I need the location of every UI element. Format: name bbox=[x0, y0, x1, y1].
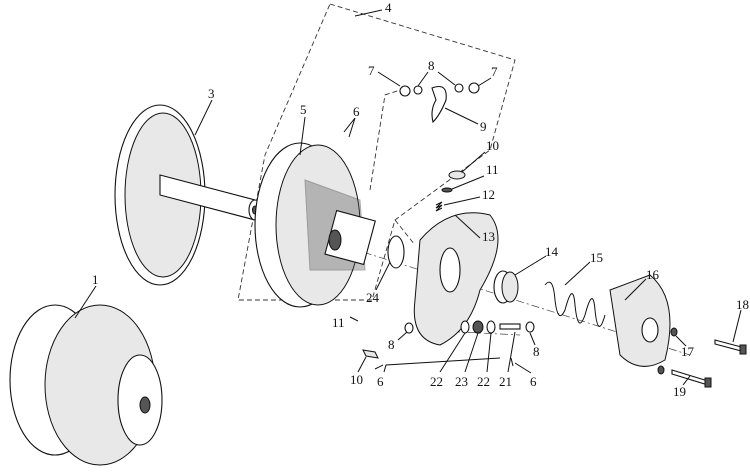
callout-10-bottom: 10 bbox=[350, 372, 363, 387]
part-11-shim bbox=[441, 187, 453, 193]
part-16-cover bbox=[609, 274, 671, 367]
part-18-bolt bbox=[714, 339, 747, 355]
callout-16: 16 bbox=[646, 267, 660, 282]
callout-23: 23 bbox=[455, 374, 468, 389]
callout-13: 13 bbox=[482, 229, 495, 244]
callout-14: 14 bbox=[545, 244, 559, 259]
parts-rollers-weights bbox=[399, 82, 480, 124]
callout-11-bottom: 11 bbox=[332, 315, 345, 330]
part-15-spring bbox=[544, 281, 606, 327]
part-3-fixed-sheave bbox=[114, 104, 262, 286]
group-4-boundary bbox=[237, 3, 516, 301]
part-5-movable-sheave bbox=[254, 142, 376, 308]
leader-lines bbox=[74, 9, 742, 386]
part-17-washer bbox=[657, 365, 665, 375]
callout-10-top: 10 bbox=[486, 138, 499, 153]
callout-3: 3 bbox=[208, 86, 215, 101]
callout-7-left: 7 bbox=[368, 63, 375, 78]
part-1-clutch-assembly bbox=[9, 304, 163, 466]
part-13-spider bbox=[413, 212, 499, 346]
part-12-spring bbox=[435, 201, 443, 212]
callout-21: 21 bbox=[499, 374, 512, 389]
callout-7-right: 7 bbox=[491, 64, 498, 79]
callout-labels: 4 7 8 7 3 6 5 9 10 11 12 13 14 15 16 1 2… bbox=[92, 0, 749, 399]
callout-9: 9 bbox=[480, 119, 487, 134]
callout-6-right: 6 bbox=[530, 374, 537, 389]
callout-6-top: 6 bbox=[353, 104, 360, 119]
callout-8-left: 8 bbox=[388, 337, 395, 352]
callout-22-left: 22 bbox=[430, 374, 443, 389]
part-10-slider bbox=[448, 170, 466, 180]
callout-1: 1 bbox=[92, 272, 99, 287]
part-14-bushing bbox=[493, 270, 519, 304]
callout-19: 19 bbox=[673, 384, 686, 399]
callout-8-right: 8 bbox=[533, 344, 540, 359]
callout-8-top: 8 bbox=[428, 58, 435, 73]
callout-11-top: 11 bbox=[486, 162, 499, 177]
callout-24: 24 bbox=[366, 290, 380, 305]
callout-22-right: 22 bbox=[477, 374, 490, 389]
callout-6-left: 6 bbox=[377, 374, 384, 389]
callout-15: 15 bbox=[590, 250, 603, 265]
part-19-bolt bbox=[671, 369, 712, 388]
callout-12: 12 bbox=[482, 187, 495, 202]
callout-4: 4 bbox=[385, 0, 392, 15]
callout-18: 18 bbox=[736, 297, 749, 312]
part-24-washer bbox=[387, 235, 405, 269]
callout-5: 5 bbox=[300, 102, 307, 117]
callout-17: 17 bbox=[681, 344, 695, 359]
